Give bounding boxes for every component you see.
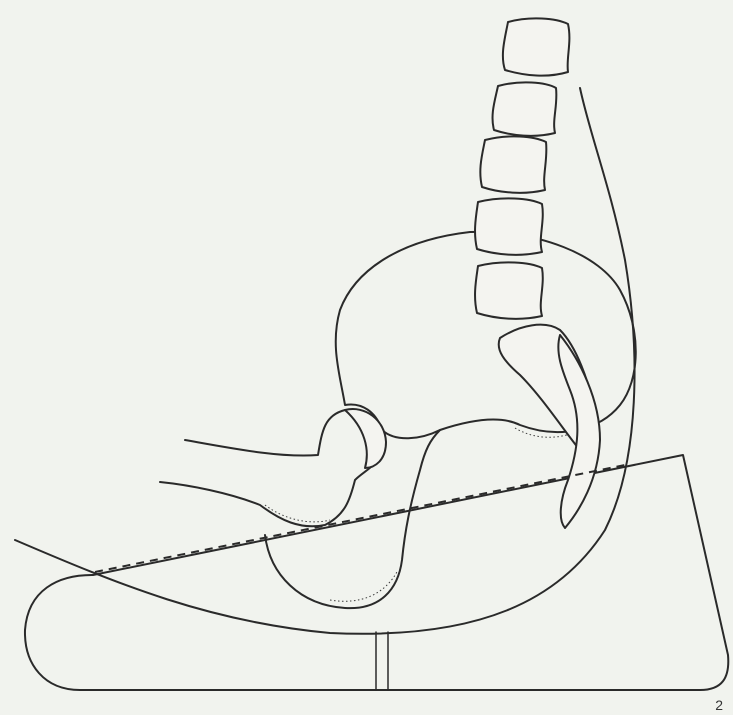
page-number: 2 bbox=[715, 697, 723, 713]
vertebra-5 bbox=[475, 262, 543, 318]
vertebra-1 bbox=[503, 18, 570, 75]
vertebra-3 bbox=[480, 136, 546, 192]
ischium bbox=[265, 430, 440, 608]
femur bbox=[160, 410, 382, 526]
femur-stipple bbox=[265, 505, 330, 522]
sitting-reference-line bbox=[95, 465, 625, 572]
vertebra-2 bbox=[493, 82, 557, 135]
ischium-stipple bbox=[330, 570, 398, 601]
hip-joint bbox=[345, 409, 386, 468]
vertebra-4 bbox=[475, 198, 543, 254]
